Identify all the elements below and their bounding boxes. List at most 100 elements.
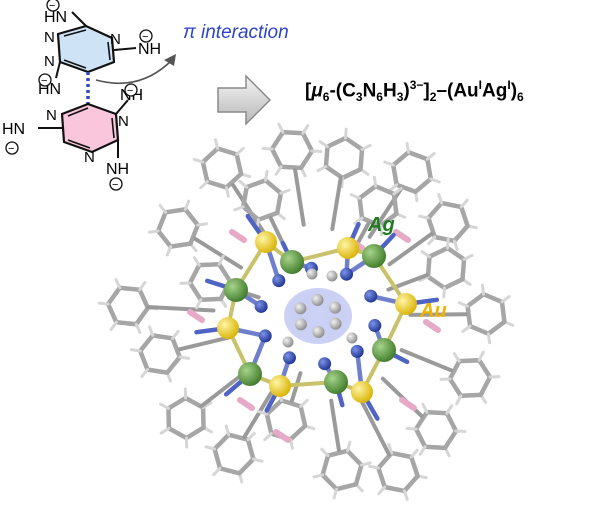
bond bbox=[382, 484, 407, 494]
negative-charge-icon: − bbox=[38, 73, 52, 87]
bond bbox=[274, 165, 283, 176]
bond bbox=[358, 147, 365, 172]
bond bbox=[183, 199, 191, 211]
carbon-atom bbox=[326, 270, 338, 282]
carbon-atom bbox=[311, 294, 324, 307]
bond bbox=[345, 448, 364, 468]
bond bbox=[445, 245, 467, 262]
nitrogen-atom bbox=[350, 344, 364, 358]
bond bbox=[360, 399, 391, 457]
bond bbox=[343, 135, 365, 152]
nitrogen-atom bbox=[364, 289, 378, 303]
bond bbox=[235, 146, 245, 156]
ag-atom-label: Ag bbox=[368, 214, 395, 236]
bond bbox=[420, 250, 431, 259]
bond bbox=[444, 410, 459, 434]
svg-text:−: − bbox=[49, 0, 55, 12]
bond bbox=[349, 193, 362, 200]
bond bbox=[192, 256, 201, 267]
bond bbox=[424, 409, 450, 416]
nitrogen-atom bbox=[254, 299, 268, 313]
bond bbox=[251, 457, 264, 463]
bond bbox=[409, 448, 419, 459]
gold-atom bbox=[269, 375, 291, 397]
negative-charge-icon: − bbox=[124, 83, 138, 97]
carbon-atom bbox=[346, 332, 358, 344]
bond bbox=[376, 465, 388, 490]
svg-text:−: − bbox=[112, 179, 118, 191]
ring-n-atom: N bbox=[118, 113, 129, 130]
bond bbox=[269, 146, 284, 170]
bond bbox=[388, 183, 399, 193]
bond bbox=[237, 397, 255, 411]
bond bbox=[458, 392, 484, 399]
bond bbox=[480, 283, 486, 296]
bond bbox=[378, 224, 384, 237]
bond bbox=[442, 286, 446, 299]
carbon-atom bbox=[312, 325, 325, 338]
bond bbox=[279, 398, 303, 409]
bond bbox=[476, 357, 493, 380]
bond bbox=[316, 165, 328, 173]
bond bbox=[187, 280, 204, 303]
carbon-atom bbox=[329, 317, 342, 330]
bond bbox=[325, 135, 348, 149]
negative-charge-icon: − bbox=[46, 0, 60, 12]
bond bbox=[394, 182, 418, 194]
bond bbox=[399, 397, 417, 411]
gold-atom bbox=[337, 237, 359, 259]
bond bbox=[201, 401, 213, 410]
bond bbox=[461, 324, 472, 333]
svg-text:−: − bbox=[8, 143, 14, 155]
silver-atom bbox=[238, 362, 262, 386]
bond bbox=[147, 229, 160, 234]
bond bbox=[200, 146, 220, 165]
bond bbox=[280, 129, 306, 136]
bond bbox=[217, 466, 242, 476]
bond bbox=[275, 190, 284, 216]
bond bbox=[462, 253, 474, 261]
bond bbox=[353, 216, 364, 225]
bond bbox=[224, 424, 231, 437]
bond bbox=[278, 164, 304, 171]
silver-atom bbox=[280, 250, 304, 274]
bond bbox=[263, 178, 284, 196]
bond bbox=[224, 171, 244, 190]
bond bbox=[234, 152, 244, 177]
bond bbox=[437, 193, 444, 205]
bond bbox=[477, 350, 485, 362]
bond bbox=[293, 167, 306, 227]
top-nh-right-label: NH bbox=[138, 41, 161, 58]
bond bbox=[264, 398, 284, 417]
pi-interaction-label: π interaction bbox=[183, 22, 289, 43]
bond bbox=[390, 150, 411, 168]
bond bbox=[408, 312, 469, 317]
bond bbox=[301, 124, 310, 135]
bond bbox=[133, 305, 151, 327]
bond bbox=[224, 186, 230, 198]
bond bbox=[320, 447, 330, 458]
bond bbox=[360, 143, 372, 151]
silver-atom bbox=[224, 278, 248, 302]
bond bbox=[109, 320, 118, 332]
bond bbox=[481, 291, 505, 305]
top-hn-label: HN bbox=[44, 9, 67, 26]
bond bbox=[457, 301, 470, 308]
au-atom-label: Au bbox=[420, 300, 447, 322]
curved-arrow-icon bbox=[95, 54, 176, 85]
bond bbox=[164, 354, 183, 375]
bond bbox=[155, 210, 168, 234]
bond bbox=[426, 200, 444, 221]
bond bbox=[242, 389, 274, 439]
bond bbox=[263, 432, 273, 442]
bond bbox=[390, 162, 399, 188]
bond bbox=[359, 461, 372, 467]
bond bbox=[298, 148, 315, 171]
bond bbox=[452, 239, 459, 251]
silver-atom bbox=[324, 370, 348, 394]
bond bbox=[196, 222, 209, 227]
bond bbox=[460, 257, 467, 282]
bond bbox=[465, 303, 473, 329]
bond bbox=[178, 355, 191, 360]
